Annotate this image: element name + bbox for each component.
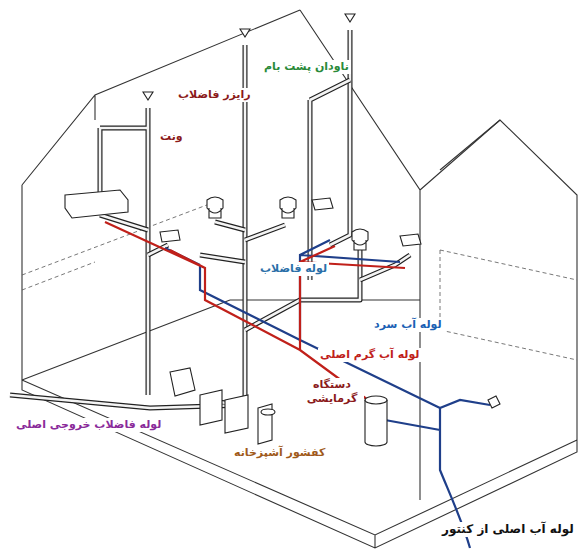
pipe-label: لوله آب گرم اصلی <box>318 348 421 362</box>
pipe-label: ناودان پشت بام <box>262 60 351 74</box>
pipe-inner <box>100 108 148 395</box>
house-outline <box>22 10 577 548</box>
pipe-label: رایزر فاضلاب <box>176 88 253 102</box>
pipe-inner <box>245 250 360 330</box>
fixtures <box>65 14 421 444</box>
pipe-label: لوله آب سرد <box>372 318 444 332</box>
pipe-inner <box>310 80 350 280</box>
pipe-inner <box>200 222 285 262</box>
pipe-label: ونت <box>158 130 185 144</box>
pipe-label: کفشور آشپزخانه <box>232 446 327 460</box>
pipe-label: دستگاه گرمایشی <box>300 378 364 406</box>
pipe-label: لوله فاضلاب <box>258 262 329 276</box>
cold-water-pipe <box>165 240 490 548</box>
water-heater <box>365 396 500 446</box>
pipe-label: لوله آب اصلی از کنتور <box>440 522 576 537</box>
pipe-label: لوله فاضلاب خروجی اصلی <box>14 418 163 432</box>
hot-water-pipe <box>105 222 405 400</box>
